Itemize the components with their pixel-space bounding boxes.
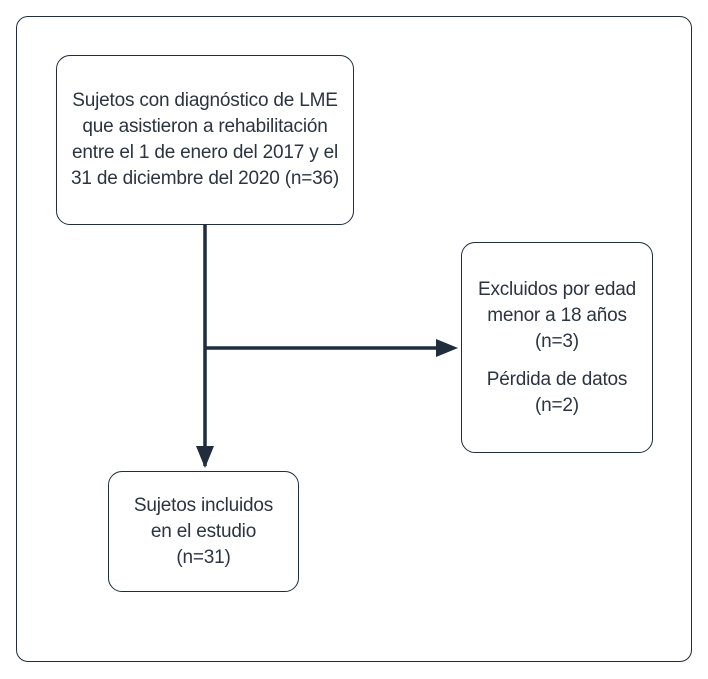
eligible-subjects-box: Sujetos con diagnóstico de LME que asist…	[56, 55, 354, 225]
excluded-data-loss-count: (n=2)	[535, 394, 579, 416]
diagram-frame	[16, 16, 692, 662]
included-subjects-box: Sujetos incluidos en el estudio (n=31)	[108, 471, 299, 592]
excluded-age-line-2: menor a 18 años	[487, 304, 627, 326]
eligible-subjects-line-2: que asistieron a rehabilitación	[82, 116, 328, 137]
eligible-subjects-line-3: entre el 1 de enero del 2017 y el	[72, 142, 338, 163]
eligible-subjects-line-1: Sujetos con diagnóstico de LME	[72, 90, 338, 111]
eligible-subjects-line-4: 31 de diciembre del 2020 (n=36)	[71, 168, 339, 189]
exclusion-arrowhead	[436, 339, 458, 357]
excluded-data-loss-line: Pérdida de datos	[486, 368, 628, 390]
excluded-age-count: (n=3)	[535, 330, 579, 352]
vertical-arrowhead	[196, 446, 214, 468]
excluded-age-line-1: Excluidos por edad	[477, 278, 636, 300]
included-subjects-line-1: Sujetos incluidos	[133, 494, 274, 516]
excluded-subjects-box: Excluidos por edad menor a 18 años (n=3)…	[461, 242, 653, 453]
included-subjects-count: (n=31)	[176, 546, 231, 568]
included-subjects-line-2: en el estudio	[150, 520, 257, 542]
